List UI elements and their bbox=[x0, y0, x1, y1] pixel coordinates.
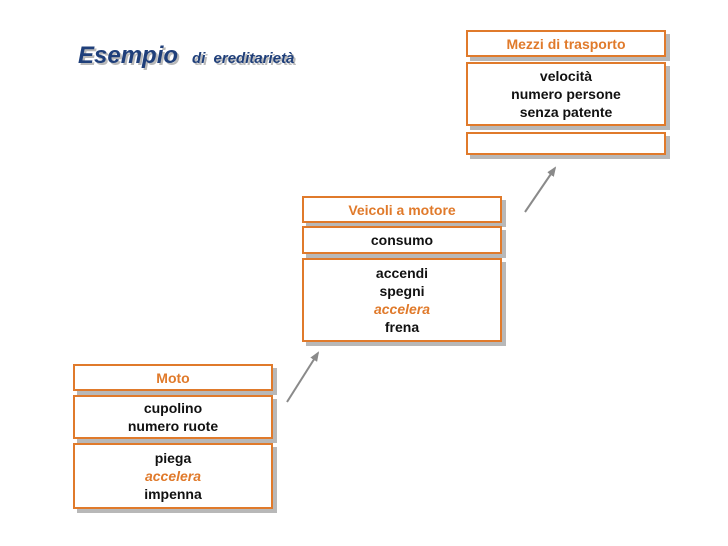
class-moto-method-overridden: accelera bbox=[144, 468, 202, 484]
class-mezzi-methods-box bbox=[466, 132, 666, 155]
class-veicoli-attribute: consumo bbox=[370, 232, 434, 248]
class-moto-method: impenna bbox=[144, 486, 202, 502]
class-veicoli-methods-box: accendi spegni accelera frena bbox=[302, 258, 502, 342]
class-mezzi-name: Mezzi di trasporto bbox=[506, 35, 626, 52]
class-veicoli-name-box: Veicoli a motore bbox=[302, 196, 502, 223]
class-veicoli-method-overridden: accelera bbox=[373, 301, 431, 317]
arrow-moto-to-veicoli bbox=[286, 351, 320, 403]
class-mezzi-attribute: senza patente bbox=[519, 104, 613, 120]
class-moto-name-box: Moto bbox=[73, 364, 273, 391]
class-veicoli-attributes-box: consumo bbox=[302, 226, 502, 254]
arrow-veicoli-to-mezzi bbox=[524, 166, 557, 213]
class-mezzi-attributes-box: velocità numero persone senza patente bbox=[466, 62, 666, 126]
class-veicoli-name: Veicoli a motore bbox=[348, 201, 456, 218]
class-moto-method: piega bbox=[154, 450, 192, 466]
class-moto-attributes-box: cupolino numero ruote bbox=[73, 395, 273, 439]
title-subtitle: di ereditarietà bbox=[192, 50, 295, 67]
class-moto-attribute: cupolino bbox=[143, 400, 203, 416]
class-mezzi-attribute: numero persone bbox=[511, 86, 621, 102]
title-main: Esempio bbox=[78, 42, 179, 69]
class-veicoli-method: spegni bbox=[379, 283, 425, 299]
class-veicoli-method: accendi bbox=[375, 265, 429, 281]
class-moto-attribute: numero ruote bbox=[127, 418, 219, 434]
class-mezzi-name-box: Mezzi di trasporto bbox=[466, 30, 666, 57]
class-mezzi-attribute: velocità bbox=[539, 68, 593, 84]
class-moto-name: Moto bbox=[156, 369, 190, 386]
page-title: Esempio di ereditarietà bbox=[78, 42, 294, 70]
class-veicoli-method: frena bbox=[384, 319, 420, 335]
class-moto-methods-box: piega accelera impenna bbox=[73, 443, 273, 509]
